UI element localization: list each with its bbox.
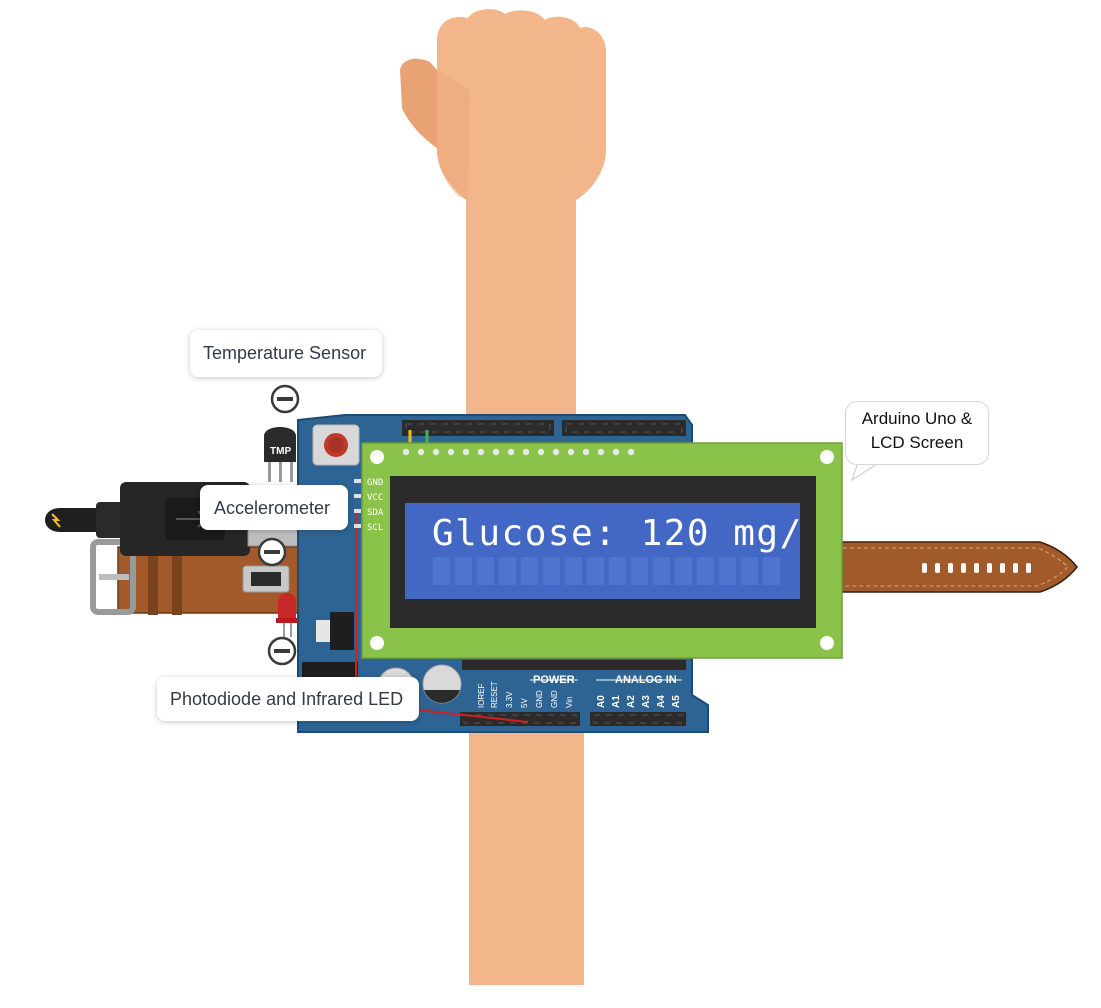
lcd-module: Glucose: 120 mg/ (362, 443, 842, 658)
pin-label-sda: SDA (367, 508, 384, 518)
temperature-sensor-label: Temperature Sensor (203, 341, 366, 365)
pin-5v: 5V (520, 698, 529, 708)
temperature-sensor: TMP (264, 427, 296, 482)
accelerometer-label: Accelerometer (214, 496, 330, 520)
pin-a3: A3 (641, 695, 652, 708)
pin-gnd2: GND (550, 690, 559, 708)
accelerometer-callout: Accelerometer (200, 485, 348, 530)
pin-ioref: IOREF (477, 683, 486, 708)
thumb (400, 59, 437, 148)
fist-shade (437, 70, 470, 200)
pin-3v3: 3.3V (505, 691, 514, 708)
arduino-lcd-label: Arduino Uno & LCD Screen (846, 402, 988, 455)
pin-label-vcc: VCC (367, 493, 383, 503)
pin-vin: Vin (565, 697, 574, 708)
power-header (460, 712, 580, 726)
pin-a4: A4 (656, 695, 667, 708)
accelerometer (243, 566, 289, 592)
photodiode-label: Photodiode and Infrared LED (170, 687, 403, 711)
header-top (402, 420, 686, 436)
power-label: POWER (533, 674, 575, 686)
analog-in-label: ANALOG IN (615, 674, 677, 686)
infrared-led (276, 593, 298, 637)
tmp-chip-label: TMP (270, 446, 291, 457)
strap-holes (922, 563, 1031, 573)
pin-a5: A5 (671, 695, 682, 708)
pin-a1: A1 (611, 695, 622, 708)
pin-label-gnd: GND (367, 478, 383, 488)
pin-gnd1: GND (535, 690, 544, 708)
pin-a2: A2 (626, 695, 637, 708)
forearm-lower (469, 730, 584, 985)
arduino-lcd-callout: Arduino Uno & LCD Screen (845, 401, 989, 465)
pin-label-scl: SCL (367, 523, 383, 533)
forearm-upper (466, 180, 576, 420)
pin-a0: A0 (596, 695, 607, 708)
pin-reset: RESET (490, 681, 499, 708)
lcd-line-1: Glucose: 120 mg/ (432, 513, 803, 554)
photodiode-callout: Photodiode and Infrared LED (157, 677, 419, 721)
temperature-sensor-callout: Temperature Sensor (190, 330, 382, 377)
strap-right (832, 542, 1077, 592)
analog-header (590, 712, 686, 726)
